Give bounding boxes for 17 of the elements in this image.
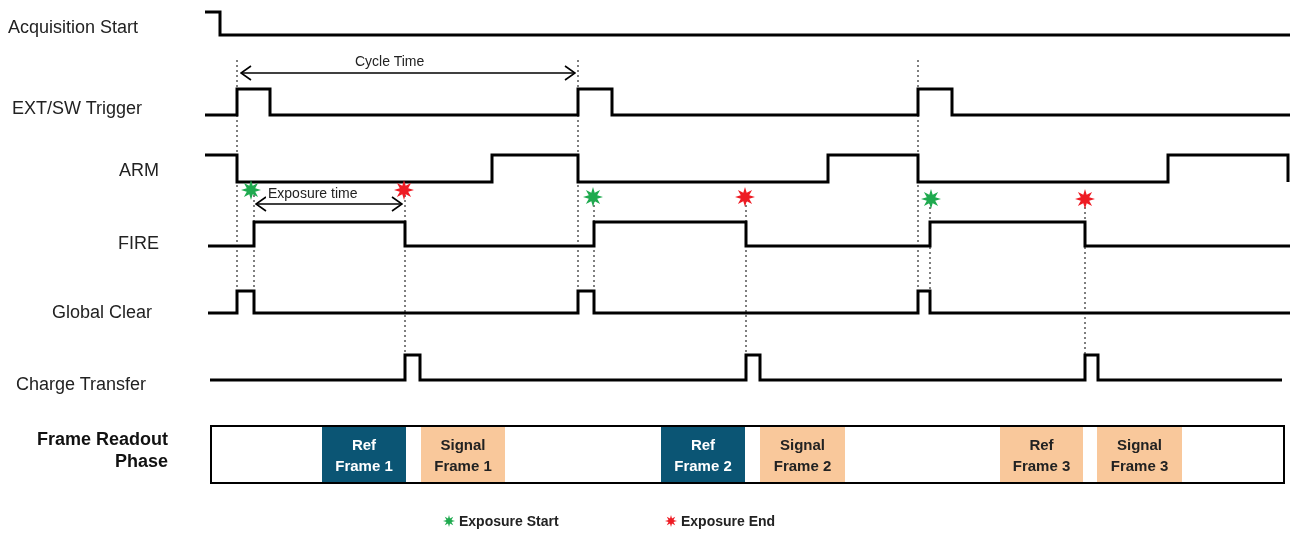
- row-heading: Frame Readout Phase: [35, 428, 168, 472]
- frame-cell: Ref Frame 2: [661, 427, 745, 482]
- frame-cell: Signal Frame 2: [760, 427, 845, 482]
- signal-label: Global Clear: [52, 302, 153, 322]
- frame-cell: Ref Frame 3: [1000, 427, 1083, 482]
- dimension-label: Cycle Time: [353, 53, 427, 69]
- signal-label: Charge Transfer: [16, 374, 147, 394]
- signal-label: ARM: [119, 160, 159, 180]
- frame-cell: Signal Frame 3: [1097, 427, 1182, 482]
- dimension-label: Exposure time: [266, 185, 360, 201]
- frame-cell: Ref Frame 1: [322, 427, 406, 482]
- legend-label: Exposure Start: [459, 512, 559, 530]
- signal-label: EXT/SW Trigger: [12, 98, 143, 118]
- legend-label: Exposure End: [681, 512, 776, 530]
- signal-label: Acquisition Start: [8, 17, 139, 37]
- frame-cell: Signal Frame 1: [421, 427, 505, 482]
- signal-label: FIRE: [118, 233, 159, 253]
